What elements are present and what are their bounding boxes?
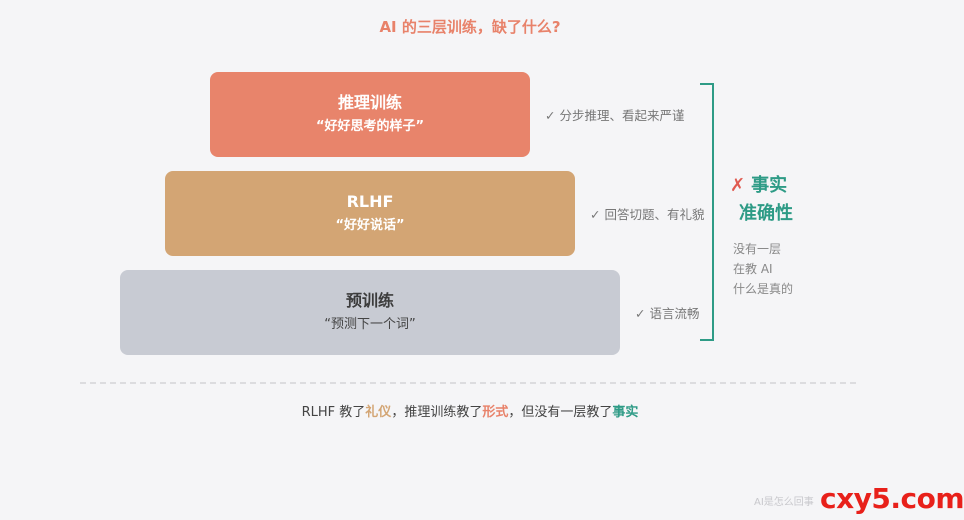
summary-emphasis-etiquette: 礼仪 xyxy=(365,405,392,420)
layer-name: RLHF xyxy=(346,192,394,211)
layer-name: 预训练 xyxy=(345,291,394,310)
layer-quote: “好好说话” xyxy=(335,218,405,233)
summary-part: RLHF 教了 xyxy=(301,405,366,420)
summary-text: RLHF 教了礼仪，推理训练教了形式，但没有一层教了事实 xyxy=(0,401,940,420)
layer-rlhf: RLHF “好好说话” xyxy=(165,171,575,256)
verdict-label: ✗事实 准确性 xyxy=(730,172,820,228)
cross-icon: ✗ xyxy=(730,175,746,196)
summary-part: ，但没有一层教了 xyxy=(508,405,613,420)
verdict-line1: 事实 xyxy=(751,175,788,196)
verdict-desc-line: 在教 AI xyxy=(733,262,773,276)
layer-note-pretraining: ✓ 语言流畅 xyxy=(635,306,700,321)
verdict-description: 没有一层 在教 AI 什么是真的 xyxy=(733,239,793,299)
layer-note-reasoning: ✓ 分步推理、看起来严谨 xyxy=(545,108,685,123)
watermark: cxy5.com xyxy=(820,482,964,515)
summary-emphasis-facts: 事实 xyxy=(612,405,639,420)
layer-note-rlhf: ✓ 回答切题、有礼貌 xyxy=(590,207,705,222)
layer-name: 推理训练 xyxy=(337,93,402,112)
summary-part: ，推理训练教了 xyxy=(391,405,483,420)
page-title: AI 的三层训练，缺了什么? xyxy=(379,18,561,36)
verdict-desc-line: 什么是真的 xyxy=(733,282,794,296)
summary-emphasis-form: 形式 xyxy=(482,405,509,420)
verdict-desc-line: 没有一层 xyxy=(733,242,782,256)
layer-quote: “好好思考的样子” xyxy=(315,119,425,134)
layer-quote: “预测下一个词” xyxy=(324,317,416,332)
verdict-line2: 准确性 xyxy=(739,203,793,224)
layer-reasoning-training: 推理训练 “好好思考的样子” xyxy=(210,72,530,157)
right-bracket xyxy=(700,83,714,341)
footer-caption: AI是怎么回事 xyxy=(754,497,814,508)
layer-pretraining: 预训练 “预测下一个词” xyxy=(120,270,620,355)
dashed-divider xyxy=(80,382,856,384)
